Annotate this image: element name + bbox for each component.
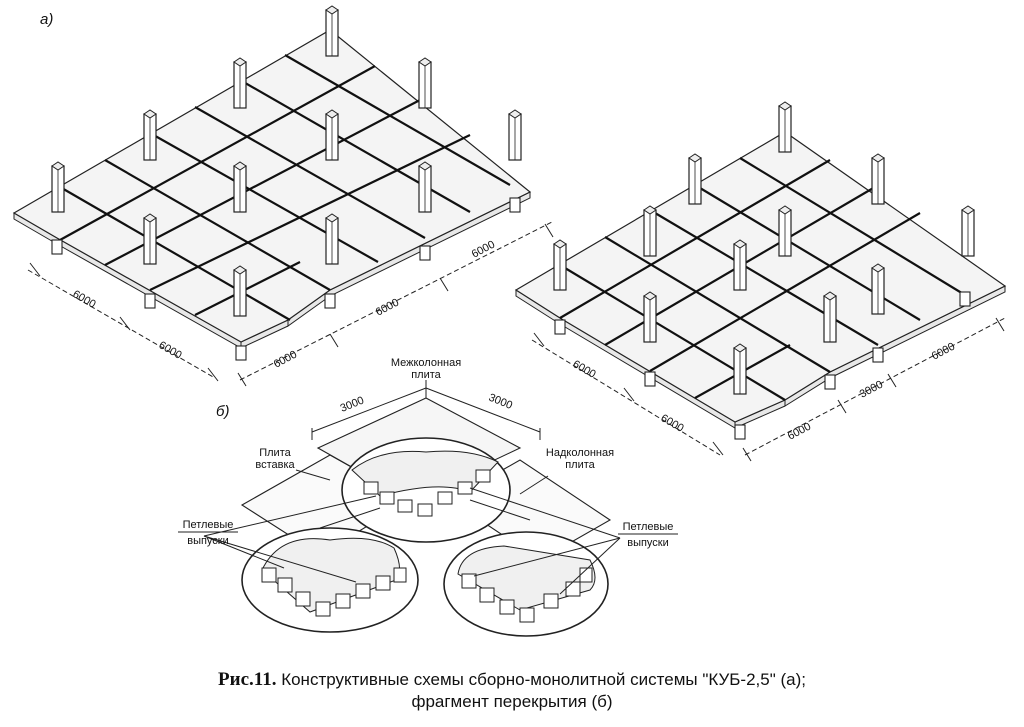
caption-line1-text: Конструктивные схемы сборно-монолитной с… (281, 670, 806, 689)
label-mezhkolonnaya-1: Межколонная (391, 357, 461, 369)
label-a: а) (40, 11, 53, 28)
scheme-a-left: 6000 6000 6000 6000 6000 (12, 5, 554, 387)
label-nadkolonnaya-1: Надколонная (546, 447, 614, 459)
label-petlevye-left-1: Петлевые (183, 519, 234, 531)
dim-a-left-2: 6000 (157, 339, 184, 362)
dim-b-left-1: 6000 (571, 358, 598, 381)
label-petlevye-right-1: Петлевые (623, 521, 674, 533)
dim-b-right-3: 6000 (930, 341, 957, 363)
dim-a-right-1: 6000 (272, 349, 299, 371)
dim-detail-1: 3000 (339, 394, 366, 414)
label-vstavka-2: вставка (255, 459, 295, 471)
dim-a-left-1: 6000 (71, 288, 98, 311)
dim-detail-2: 3000 (487, 392, 514, 412)
caption-prefix: Рис.11. (218, 669, 277, 690)
figure-caption-line1: Рис.11. Конструктивные схемы сборно-моно… (0, 670, 1024, 690)
label-petlevye-left-2: выпуски (187, 535, 229, 547)
scheme-a-right: 6000 6000 6000 3000 6000 (514, 101, 1007, 462)
figure-caption-line2: фрагмент перекрытия (б) (411, 692, 613, 711)
label-b: б) (216, 403, 229, 420)
scheme-b-detail: 3000 3000 (178, 357, 678, 637)
dim-b-left-2: 6000 (659, 412, 686, 435)
dim-b-right-1: 6000 (786, 421, 813, 443)
dim-a-right-2: 6000 (374, 297, 401, 319)
label-mezhkolonnaya-2: плита (411, 369, 441, 381)
label-vstavka-1: Плита (259, 447, 291, 459)
dim-a-right-3: 6000 (470, 239, 497, 261)
label-petlevye-right-2: выпуски (627, 537, 669, 549)
dim-b-right-2: 3000 (858, 379, 885, 401)
label-nadkolonnaya-2: плита (565, 459, 595, 471)
